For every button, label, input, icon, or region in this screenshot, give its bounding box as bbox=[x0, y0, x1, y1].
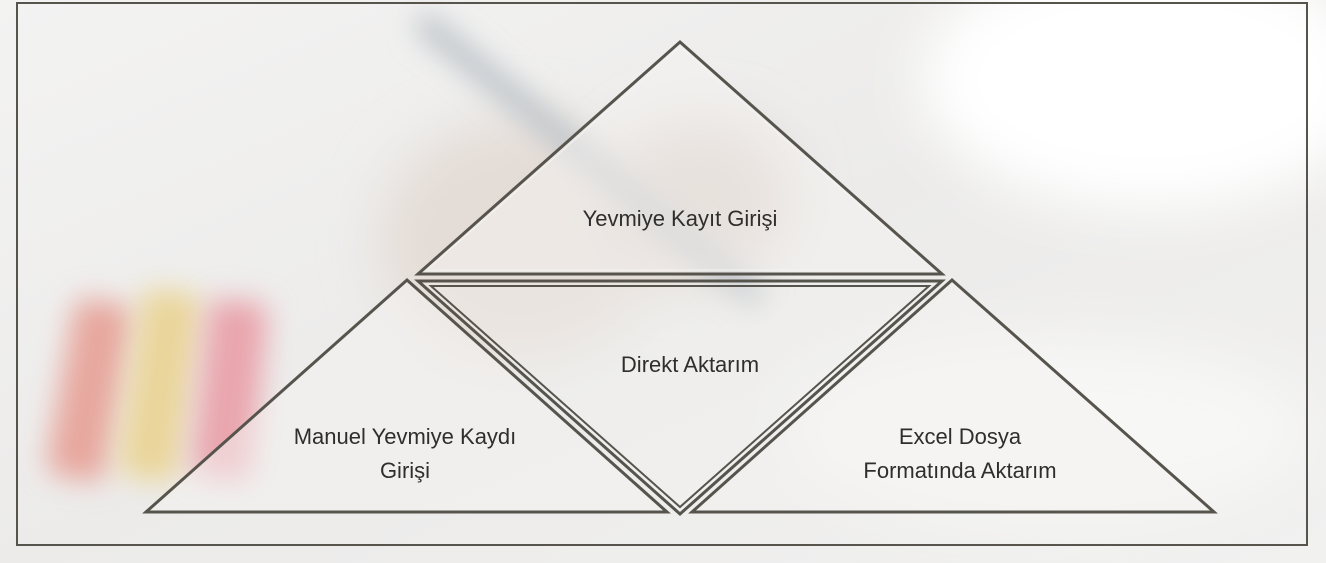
middle-triangle-label: Direkt Aktarım bbox=[620, 352, 760, 377]
outer-frame bbox=[16, 2, 1308, 546]
middle-triangle bbox=[414, 279, 946, 517]
top-triangle bbox=[414, 39, 946, 276]
right-triangle-label-line1: Excel Dosya bbox=[898, 424, 1022, 449]
right-triangle-label: Excel Dosya Formatında Aktarım bbox=[810, 420, 1110, 488]
left-triangle-label-line2: Girişi bbox=[379, 458, 431, 483]
top-triangle-label: Yevmiye Kayıt Girişi bbox=[582, 206, 778, 231]
right-triangle-label-line2: Formatında Aktarım bbox=[863, 458, 1057, 483]
left-triangle bbox=[142, 277, 671, 514]
right-triangle bbox=[688, 277, 1218, 514]
left-triangle-label-line1: Manuel Yevmiye Kaydı bbox=[293, 424, 517, 449]
left-triangle-label: Manuel Yevmiye Kaydı Girişi bbox=[255, 420, 555, 488]
